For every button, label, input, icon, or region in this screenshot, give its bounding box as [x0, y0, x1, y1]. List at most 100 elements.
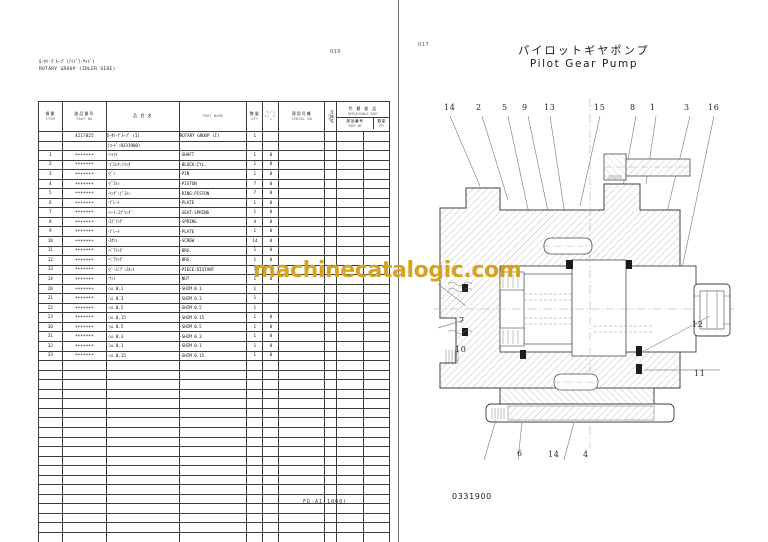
cell-part-no: +++++++ [61, 341, 108, 352]
cell-item [38, 465, 63, 476]
cell-repl-qty [362, 407, 390, 419]
cell-qty [246, 522, 264, 533]
cell-description: ･ｼﾑ 0.3 [106, 331, 180, 343]
cell-repl-part-no [336, 465, 364, 476]
cell-part-name [178, 522, 248, 533]
cell-item: 6 [38, 197, 63, 209]
cell-part-no: +++++++ [61, 293, 108, 304]
cell-part-no [61, 455, 108, 467]
cell-item [38, 407, 63, 419]
cell-repl-part-no [336, 379, 364, 390]
cell-service-code [262, 465, 280, 476]
cell-part-name: ･PISTON [178, 178, 248, 190]
cell-ica [324, 169, 337, 180]
parts-table: 項番 ITEM 部品番号 PART NO 品 目 名 PART NAME 数量 … [38, 101, 390, 542]
cell-item: 30 [38, 321, 63, 333]
cell-repl-part-no [336, 131, 364, 142]
cell-repl-part-no [336, 417, 364, 428]
cell-repl-qty [362, 140, 390, 152]
group-title-jp: ﾛｰﾀﾘ･ｸﾞﾙｰﾌﾟ (ｱｲﾄﾞﾗ･ｻｲﾄﾞ) [39, 60, 95, 65]
cell-qty [246, 436, 264, 448]
cell-part-no: +++++++ [61, 216, 108, 228]
cell-description [106, 407, 180, 419]
cell-part-name [178, 379, 248, 390]
cell-serial-no [278, 236, 326, 247]
cell-qty: 1 [246, 131, 264, 142]
cell-serial-no [278, 522, 326, 533]
cell-part-no: +++++++ [61, 255, 108, 266]
cell-service-code [262, 531, 280, 542]
cell-service-code: 0 [262, 197, 280, 209]
cell-part-name [178, 484, 248, 495]
header-service-code: ｻｰﾋﾞｽ ｺｰﾄﾞ S-C [262, 101, 280, 132]
cell-part-name: ･PIN [178, 169, 248, 180]
cell-qty [246, 512, 264, 524]
cell-service-code: 0 [262, 236, 280, 247]
table-row-empty [38, 417, 390, 428]
cell-repl-part-no [336, 531, 364, 542]
cell-serial-no [278, 178, 326, 190]
cell-qty [246, 484, 264, 495]
cell-qty [246, 417, 264, 428]
callout-top-16: 16 [708, 103, 720, 112]
cell-part-no: +++++++ [61, 197, 108, 209]
cell-item [38, 140, 63, 152]
cell-serial-no [278, 350, 326, 362]
cell-repl-part-no [336, 426, 364, 438]
cell-serial-no [278, 169, 326, 180]
drawing-title-jp: パイロットギヤポンプ [518, 44, 650, 57]
cell-part-name [178, 465, 248, 476]
cell-serial-no [278, 131, 326, 142]
cell-part-name [178, 398, 248, 409]
cell-ica [324, 522, 337, 533]
cell-part-no: +++++++ [61, 283, 108, 295]
cell-serial-no [278, 302, 326, 314]
cell-repl-part-no [336, 398, 364, 409]
callout-top-14: 14 [444, 103, 456, 112]
cell-service-code: 0 [262, 350, 280, 362]
cell-description: ･ｼﾑ 0.1 [106, 341, 180, 352]
cell-ica [324, 484, 337, 495]
cell-repl-part-no [336, 341, 364, 352]
cell-service-code: 0 [262, 321, 280, 333]
cell-description: ･ｼﾑ 0.15 [106, 312, 180, 323]
cell-description [106, 379, 180, 390]
cell-repl-qty [362, 360, 390, 371]
cell-description [106, 531, 180, 542]
cell-description: ･ｼﾑ 0.3 [106, 293, 180, 304]
cell-service-code [262, 417, 280, 428]
cell-part-no: +++++++ [61, 169, 108, 180]
cell-part-no [61, 446, 108, 457]
header-item: 項番 ITEM [38, 101, 63, 132]
cell-ica [324, 293, 337, 304]
cell-ica [324, 150, 337, 161]
cell-repl-part-no [336, 407, 364, 419]
cell-service-code: 0 [262, 150, 280, 161]
cell-repl-part-no [336, 236, 364, 247]
cell-serial-no [278, 446, 326, 457]
cell-part-no [61, 484, 108, 495]
cell-item: 12 [38, 255, 63, 266]
cell-part-no: +++++++ [61, 159, 108, 171]
cell-qty: 1 [246, 283, 264, 295]
cell-ica [324, 455, 337, 467]
cell-serial-no [278, 407, 326, 419]
cell-ica [324, 312, 337, 323]
cell-repl-qty [362, 455, 390, 467]
cell-description [106, 436, 180, 448]
cell-ica [324, 465, 337, 476]
cell-repl-qty [362, 426, 390, 438]
table-row-empty [38, 388, 390, 400]
cell-part-no: +++++++ [61, 350, 108, 362]
cell-ica [324, 398, 337, 409]
cell-part-name: ･SHIM 0.15 [178, 350, 248, 362]
cell-repl-part-no [336, 150, 364, 161]
cell-part-name: ･BRG. [178, 255, 248, 266]
table-row-empty [38, 474, 390, 486]
cell-repl-qty [362, 379, 390, 390]
cell-item [38, 446, 63, 457]
cell-description: ﾛｰﾀﾘ･ｸﾞﾙｰﾌﾟ (I) [106, 131, 180, 142]
cell-part-no: +++++++ [61, 150, 108, 161]
